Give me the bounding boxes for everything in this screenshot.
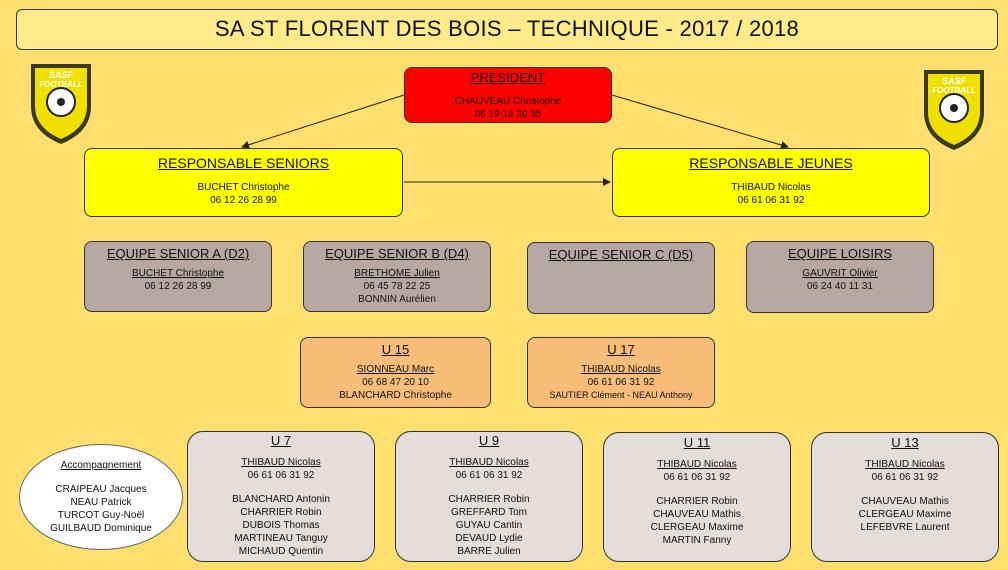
u7-name: THIBAUD Nicolas [241,457,321,468]
resp-jeunes-heading: RESPONSABLE JEUNES [689,155,853,171]
u15-extra: BLANCHARD Christophe [339,390,452,401]
u11-phone: 06 61 06 31 92 [663,472,731,483]
arrow-to-seniors [241,94,405,149]
senior-b-phone: 06 45 78 22 25 [363,281,431,292]
senior-b-extra: BONNIN Aurélien [358,294,436,305]
resp-jeunes-box: RESPONSABLE JEUNES THIBAUD Nicolas 06 61… [612,148,930,217]
u7-member: MICHAUD Quentin [238,546,324,557]
senior-a-name: BUCHET Christophe [131,268,225,279]
logo-text-1: SASF [49,70,74,80]
senior-b-name: BRETHOME Julien [354,268,440,279]
resp-seniors-heading: RESPONSABLE SENIORS [157,155,330,171]
u17-heading: U 17 [607,342,635,357]
accompagnement-ellipse: Accompagnement CRAIPEAU Jacques NEAU Pat… [19,444,183,550]
resp-seniors-name: BUCHET Christophe [197,182,290,193]
resp-jeunes-phone: 06 61 06 31 92 [737,195,805,206]
u13-phone: 06 61 06 31 92 [871,472,939,483]
resp-seniors-phone: 06 12 26 28 99 [210,195,277,206]
accompagnement-heading: Accompagnement [60,460,142,471]
accompagnement-member: CRAIPEAU Jacques [55,484,147,495]
u13-member: CHAUVEAU Mathis [861,496,949,507]
accompagnement-member: NEAU Patrick [70,497,132,508]
resp-jeunes-name: THIBAUD Nicolas [731,182,811,193]
u11-member: CLERGEAU Maxime [650,522,744,533]
club-logo-left: SASF FOOTBALL [31,64,91,144]
club-logo-right: SASF FOOTBALL [924,70,984,150]
u11-member: CHAUVEAU Mathis [653,509,741,520]
president-box: PRESIDENT CHAUVEAU Christophe 06 19 14 3… [404,67,612,123]
senior-a-heading: EQUIPE SENIOR A (D2) [106,246,250,261]
loisirs-phone: 06 24 40 11 31 [807,281,873,292]
u9-member: DEVAUD Lydie [455,533,523,544]
u9-box: U 9 THIBAUD Nicolas 06 61 06 31 92 CHARR… [395,431,583,562]
u9-member: GREFFARD Tom [451,507,527,518]
page-title: SA ST FLORENT DES BOIS – TECHNIQUE - 201… [214,16,800,41]
logo-text-2: FOOTBALL [39,80,83,89]
loisirs-heading: EQUIPE LOISIRS [787,246,893,261]
senior-a-phone: 06 12 26 28 99 [144,281,212,292]
u9-phone: 06 61 06 31 92 [455,470,523,481]
u9-member: CHARRIER Robin [448,494,530,505]
senior-b-box: EQUIPE SENIOR B (D4) BRETHOME Julien 06 … [303,241,491,312]
senior-c-heading: EQUIPE SENIOR C (D5) [548,247,694,262]
u9-name: THIBAUD Nicolas [449,457,529,468]
u7-member: CHARRIER Robin [240,507,322,518]
u11-member: CHARRIER Robin [656,496,738,507]
logo-text-2: FOOTBALL [932,86,976,95]
u15-name: SIONNEAU Marc [356,364,435,375]
u17-phone: 06 61 06 31 92 [587,377,655,388]
president-name: CHAUVEAU Christophe [454,96,562,107]
loisirs-name: GAUVRIT Olivier [802,268,878,279]
title-bar: SA ST FLORENT DES BOIS – TECHNIQUE - 201… [16,9,998,50]
u11-box: U 11 THIBAUD Nicolas 06 61 06 31 92 CHAR… [603,432,791,562]
u13-heading: U 13 [891,435,919,450]
u9-member: BARRE Julien [457,546,521,557]
accompagnement-member: GUILBAUD Dominique [50,523,152,534]
senior-c-box: EQUIPE SENIOR C (D5) [527,242,715,314]
u15-phone: 06 68 47 20 10 [362,377,429,388]
u17-box: U 17 THIBAUD Nicolas 06 61 06 31 92 SAUT… [527,337,715,408]
loisirs-box: EQUIPE LOISIRS GAUVRIT Olivier 06 24 40 … [746,241,934,313]
logo-text-1: SASF [942,76,967,86]
senior-a-box: EQUIPE SENIOR A (D2) BUCHET Christophe 0… [84,241,272,312]
u7-box: U 7 THIBAUD Nicolas 06 61 06 31 92 BLANC… [187,431,375,562]
u7-member: MARTINEAU Tanguy [234,533,328,544]
arrow-to-jeunes [611,94,789,149]
u9-heading: U 9 [478,433,500,448]
u13-member: LEFEBVRE Laurent [860,522,950,533]
u15-heading: U 15 [381,342,410,357]
senior-b-heading: EQUIPE SENIOR B (D4) [325,246,469,261]
president-heading: PRESIDENT [470,70,546,85]
accompagnement-member: TURCOT Guy-Noël [57,510,145,521]
u13-box: U 13 THIBAUD Nicolas 06 61 06 31 92 CHAU… [811,432,999,562]
u13-member: CLERGEAU Maxime [858,509,952,520]
u7-phone: 06 61 06 31 92 [247,470,315,481]
u11-member: MARTIN Fanny [662,535,732,546]
u7-member: DUBOIS Thomas [242,520,320,531]
president-phone: 06 19 14 30 35 [474,109,542,120]
u7-heading: U 7 [270,433,292,448]
u15-box: U 15 SIONNEAU Marc 06 68 47 20 10 BLANCH… [300,337,491,408]
u11-heading: U 11 [683,435,711,450]
resp-seniors-box: RESPONSABLE SENIORS BUCHET Christophe 06… [84,148,403,217]
u11-name: THIBAUD Nicolas [657,459,737,470]
u17-extra: SAUTIER Clément - NEAU Anthony [549,390,693,400]
u9-member: GUYAU Cantin [455,520,523,531]
u7-member: BLANCHARD Antonin [232,494,330,505]
u13-name: THIBAUD Nicolas [865,459,945,470]
u17-name: THIBAUD Nicolas [581,364,661,375]
